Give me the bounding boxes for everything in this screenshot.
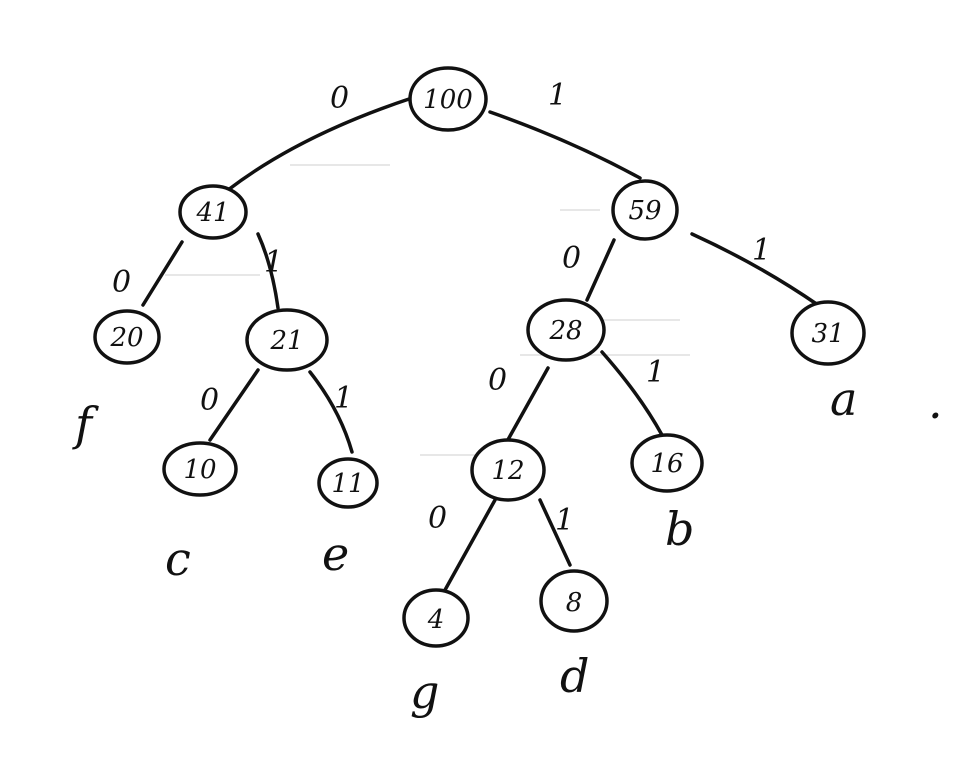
node-10-weight: 10 — [183, 455, 216, 485]
edge-label-41-right: 1 — [264, 245, 283, 280]
edge-root-to-59 — [488, 110, 642, 180]
node-root-weight: 100 — [423, 85, 473, 115]
edge-21-to-11 — [308, 370, 354, 454]
node-11: 11 — [317, 457, 379, 509]
edge-label-28-left: 0 — [488, 363, 507, 398]
node-4: 4 — [402, 588, 470, 648]
node-20-weight: 20 — [109, 323, 143, 353]
node-21-weight: 21 — [269, 326, 303, 356]
edge-59-to-31 — [690, 232, 820, 307]
edge-21-to-10 — [208, 368, 260, 442]
edge-label-12-left: 0 — [428, 501, 447, 536]
edge-12-to-4 — [443, 498, 497, 592]
node-12: 12 — [470, 438, 546, 502]
leaf-label-g: g — [410, 665, 439, 719]
edge-label-28-right: 1 — [646, 355, 665, 390]
leaf-label-b: b — [665, 502, 694, 556]
leaf-label-a: a — [830, 372, 857, 426]
tree-edges — [141, 96, 820, 592]
node-12-weight: 12 — [491, 456, 524, 486]
node-8: 8 — [539, 569, 609, 633]
tree-nodes: 100 41 59 20 21 28 31 10 — [93, 66, 866, 648]
node-59: 59 — [611, 179, 679, 241]
edge-59-to-28 — [585, 238, 616, 302]
node-41-weight: 41 — [195, 198, 229, 228]
leaf-label-c: c — [165, 532, 191, 586]
edge-labels: 0 1 0 1 0 1 0 1 0 1 0 1 — [112, 78, 771, 538]
node-31: 31 — [790, 300, 866, 366]
node-11-weight: 11 — [331, 469, 364, 499]
edge-label-root-left: 0 — [330, 81, 349, 116]
node-28: 28 — [526, 298, 606, 362]
leaf-label-e: e — [322, 527, 349, 581]
leaf-label-f: f — [72, 397, 99, 451]
edge-12-to-8 — [538, 498, 572, 567]
edge-label-21-right: 1 — [334, 381, 353, 416]
node-20: 20 — [93, 309, 161, 365]
edge-41-to-20 — [141, 240, 184, 307]
node-16-weight: 16 — [650, 449, 683, 479]
node-10: 10 — [162, 441, 238, 497]
edge-label-21-left: 0 — [200, 383, 219, 418]
node-21: 21 — [245, 308, 329, 372]
node-28-weight: 28 — [548, 316, 582, 346]
edge-label-41-left: 0 — [112, 265, 131, 300]
node-8-weight: 8 — [566, 588, 583, 618]
node-root: 100 — [408, 66, 488, 132]
edge-label-12-right: 1 — [555, 503, 574, 538]
leaf-label-d: d — [560, 649, 589, 703]
edge-label-59-left: 0 — [562, 241, 581, 276]
node-16: 16 — [630, 433, 704, 493]
edge-root-to-41 — [226, 96, 414, 192]
leaf-labels: f a c e b g d . — [72, 372, 943, 719]
node-31-weight: 31 — [811, 319, 844, 349]
edge-28-to-16 — [600, 350, 664, 437]
node-4-weight: 4 — [427, 605, 445, 635]
trailing-mark: . — [928, 375, 943, 429]
node-41: 41 — [178, 184, 248, 240]
node-59-weight: 59 — [628, 196, 661, 226]
edge-label-59-right: 1 — [752, 233, 771, 268]
edge-label-root-right: 1 — [548, 78, 567, 113]
edge-41-to-21 — [256, 232, 280, 310]
edge-28-to-12 — [503, 366, 550, 447]
